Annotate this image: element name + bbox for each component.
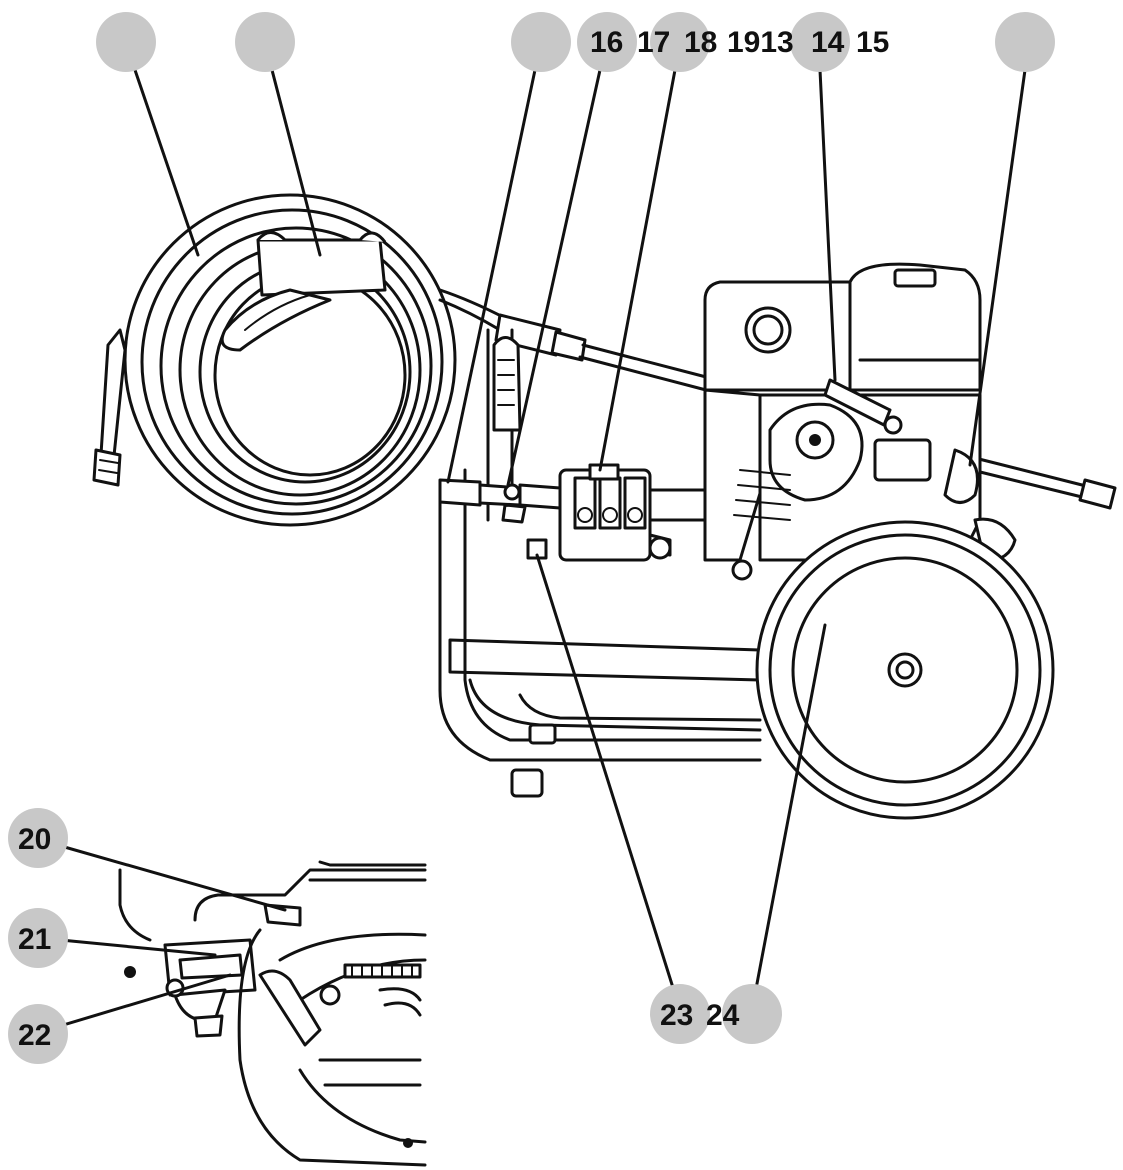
hose-coil — [92, 193, 507, 527]
callout-marker-21 — [8, 908, 68, 968]
leader-gun — [270, 68, 322, 257]
spray-lance — [494, 313, 1117, 510]
callout-1913: 1913 — [727, 26, 794, 59]
callout-15: 15 — [856, 26, 889, 59]
callout-marker-hose — [96, 12, 156, 72]
leader-hose — [133, 68, 200, 257]
callout-marker-23 — [650, 984, 710, 1044]
callout-marker-15 — [995, 12, 1055, 72]
spray-gun-holder — [220, 231, 387, 352]
callout-marker-16 — [577, 12, 637, 72]
pump-assembly — [438, 463, 712, 562]
callout-marker-14 — [790, 12, 850, 72]
callout-marker-inlet — [511, 12, 571, 72]
callout-14: 14 — [811, 26, 845, 59]
callout-20: 20 — [18, 823, 51, 856]
callout-18: 18 — [684, 26, 717, 59]
leader-20 — [38, 838, 287, 912]
callout-marker-20 — [8, 808, 68, 868]
inset-detail — [118, 860, 427, 1167]
leader-21 — [38, 936, 217, 957]
leader-14 — [818, 68, 837, 382]
engine — [703, 262, 1017, 581]
leader-15 — [968, 68, 1027, 467]
callout-21: 21 — [18, 923, 51, 956]
leader-16 — [506, 68, 602, 487]
callout-marker-22 — [8, 1004, 68, 1064]
callout-marker-gun — [235, 12, 295, 72]
callout-22: 22 — [18, 1019, 51, 1052]
callout-17: 17 — [637, 26, 670, 59]
callout-23: 23 — [660, 999, 693, 1032]
callout-markers — [8, 12, 1055, 1064]
callout-marker-24 — [722, 984, 782, 1044]
callout-16: 16 — [590, 26, 623, 59]
leader-22 — [38, 973, 232, 1034]
leader-23 — [535, 553, 682, 1012]
leader-17 — [598, 68, 677, 472]
callout-labels: 16 17 18 1913 14 15 20 21 22 23 24 — [18, 26, 889, 1052]
leader-inlet — [446, 68, 537, 484]
callout-24: 24 — [706, 999, 740, 1032]
leader-lines — [38, 68, 1027, 1034]
callout-marker-17 — [650, 12, 710, 72]
leader-24 — [750, 623, 827, 1012]
wheel — [755, 520, 1055, 820]
